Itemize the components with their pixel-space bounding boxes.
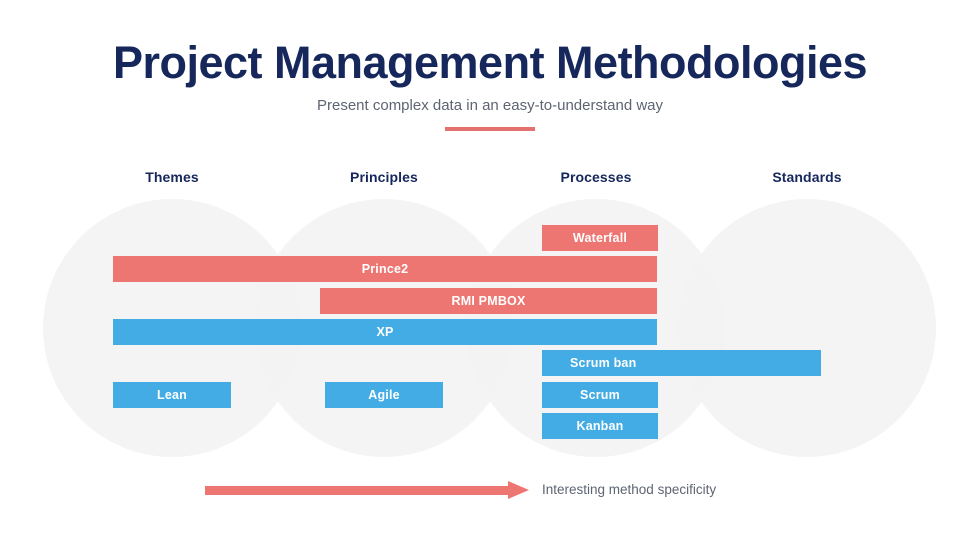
arrow-shaft xyxy=(205,486,510,495)
column-header-standards: Standards xyxy=(772,169,842,185)
bar-waterfall[interactable]: Waterfall xyxy=(542,225,658,251)
bar-xp[interactable]: XP xyxy=(113,319,657,345)
page-subtitle: Present complex data in an easy-to-under… xyxy=(316,97,664,114)
bar-scrum[interactable]: Scrum xyxy=(542,382,658,408)
bar-scrum-ban[interactable]: Scrum ban xyxy=(542,350,821,376)
arrow-head-icon xyxy=(508,481,529,499)
bar-rmi-pmbox[interactable]: RMI PMBOX xyxy=(320,288,657,314)
column-header-processes: Processes xyxy=(560,169,632,185)
bar-lean[interactable]: Lean xyxy=(113,382,231,408)
bar-kanban[interactable]: Kanban xyxy=(542,413,658,439)
column-header-principles: Principles xyxy=(350,169,418,185)
bar-prince2[interactable]: Prince2 xyxy=(113,256,657,282)
accent-underline xyxy=(445,127,535,131)
column-header-themes: Themes xyxy=(145,169,199,185)
venn-circle-standards xyxy=(678,199,936,457)
bar-agile[interactable]: Agile xyxy=(325,382,443,408)
specificity-arrow xyxy=(205,481,530,499)
page-title: Project Management Methodologies xyxy=(112,37,868,88)
arrow-caption: Interesting method specificity xyxy=(542,482,717,497)
